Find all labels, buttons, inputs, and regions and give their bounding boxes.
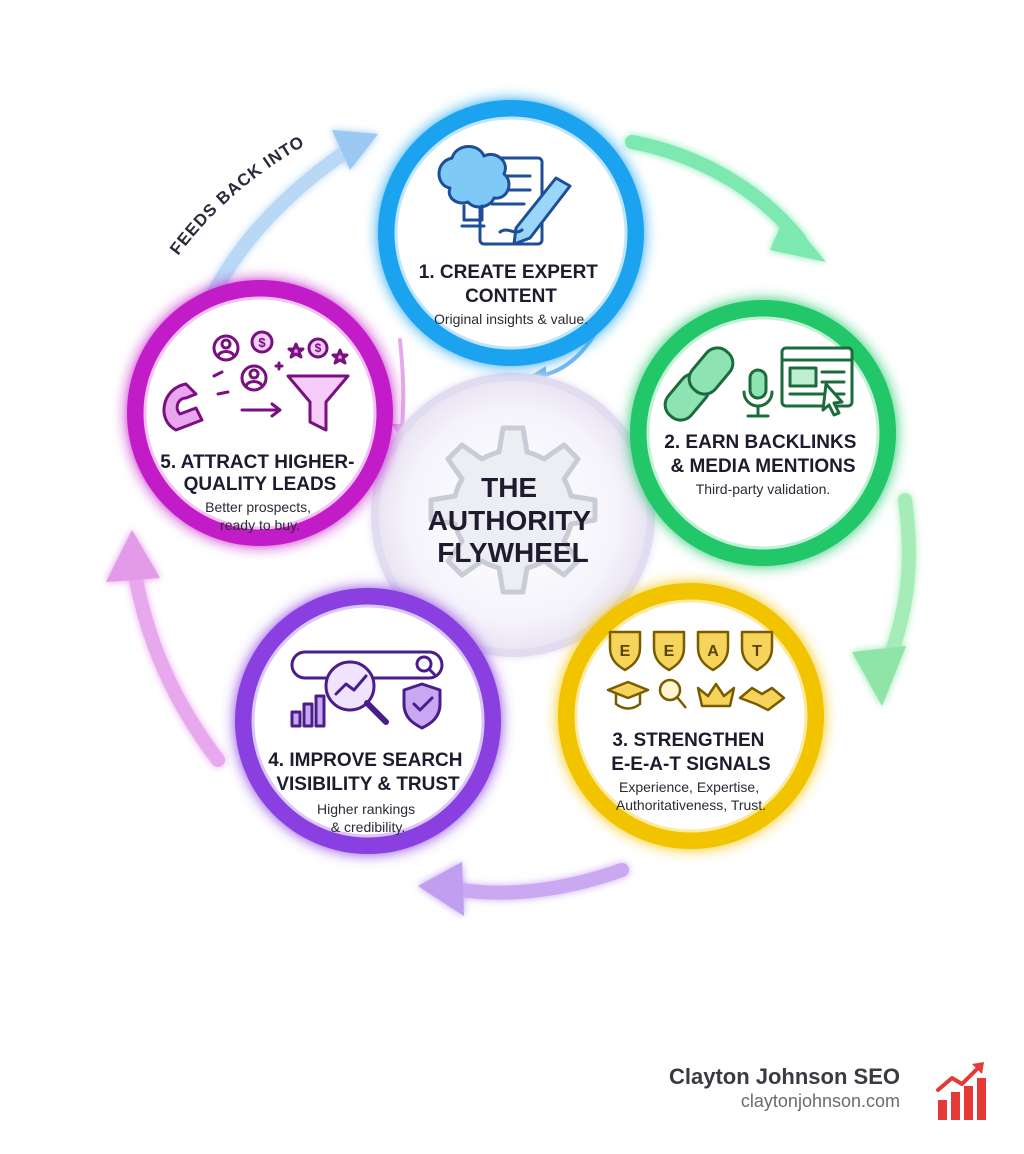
magnet-funnel-icon: $ $ [162,330,350,432]
link-microphone-browser-icon [663,346,854,422]
brain-document-pen-icon [437,145,572,246]
svg-text:Experience, Expertise, A: Experience, Expertise, Authoritativeness… [616,779,766,813]
center-line-1: THE [481,472,537,503]
arrow-5-to-1 [203,143,355,307]
stage-5-title-line-2: QUALITY LEADS [184,474,337,495]
eeat-badge-2: E [664,643,675,660]
stage-3-title-line-1: 3. STRENGTHEN [612,730,764,751]
center-hub: THE AUTHORITY FLYWHEEL [371,373,655,657]
stage-4-title-line-1: 4. IMPROVE SEARCH [268,750,462,771]
stage-4-desc-line-1: Higher rankings [317,801,415,817]
center-line-3: FLYWHEEL [437,537,588,568]
brand-url: claytonjohnson.com [740,1091,900,1111]
stage-5-desc-line-1: Better prospects, [205,499,311,515]
stage-5-attract-quality-leads: $ $ 5. ATTRACT HIGHER- QUALITY LEADS Bet… [127,280,393,546]
gear-icon [428,425,598,595]
flow-arrows [106,130,916,916]
stage-5-title-line-1: 5. ATTRACT HIGHER- [160,452,354,473]
arrow-1-to-2 [625,135,807,247]
center-line-2: AUTHORITY [428,505,592,536]
svg-text:Higher rankings & credib: Higher rankings & credibility. [317,801,419,835]
brand-name: Clayton Johnson SEO [668,1064,900,1089]
stage-4-improve-search-visibility: 4. IMPROVE SEARCH VISIBILITY & TRUST Hig… [235,588,501,854]
svg-text:1. CREATE EXPERT CONTENT: 1. CREATE EXPERT CONTENT [419,262,603,307]
search-analytics-shield-icon [290,650,444,730]
svg-text:2. EARN BACKLINKS & MEDI: 2. EARN BACKLINKS & MEDIA MENTIONS [664,432,861,477]
svg-text:5. ATTRACT HIGHER- QUALI: 5. ATTRACT HIGHER- QUALITY LEADS [160,452,360,495]
stage-4-title-line-2: VISIBILITY & TRUST [276,774,460,795]
arrow-4-to-5 [129,573,225,767]
svg-text:4. IMPROVE SEARCH VISIBI: 4. IMPROVE SEARCH VISIBILITY & TRUST [268,750,468,795]
svg-text:Third-party validation.: Third-party validation. [696,481,831,497]
stage-3-desc-line-2: Authoritativeness, Trust. [616,797,766,813]
brand-block: Clayton Johnson SEO claytonjohnson.com [669,1064,900,1112]
arrowhead-3-to-4 [418,862,464,916]
svg-text:3. STRENGTHEN E-E-A-T SI: 3. STRENGTHEN E-E-A-T SIGNALS [611,730,770,775]
stage-5-desc-line-2: ready to buy. [220,517,300,533]
svg-text:Better prospects, ready: Better prospects, ready to buy. [205,499,315,533]
bar-chart-logo-icon [936,1062,986,1120]
stage-1-title-line-2: CONTENT [465,286,557,307]
stage-3-title-line-2: E-E-A-T SIGNALS [611,754,770,775]
stage-1-title-line-1: 1. CREATE EXPERT [419,262,599,283]
arrowhead-2-to-3 [852,646,906,706]
svg-text:$: $ [315,341,322,355]
stage-2-title-line-1: 2. EARN BACKLINKS [664,432,856,453]
eeat-badge-3: A [707,643,719,660]
svg-text:$: $ [258,335,266,350]
eeat-shields-icon: E E A T [606,630,786,712]
stage-1-desc-line-1: Original insights & value. [434,311,588,327]
svg-text:Original insights & value.: Original insights & value. [434,311,588,327]
arrow-2-to-3 [878,493,916,677]
stage-3-desc-line-1: Experience, Expertise, [619,779,759,795]
arrow-3-to-4 [443,863,629,900]
stage-4-desc-line-2: & credibility. [331,819,405,835]
arrowhead-5-to-1 [332,130,378,170]
svg-text:THE AUTHORITY FLYW: THE AUTHORITY FLYWHEEL [428,472,599,568]
arrowhead-1-to-2 [770,214,826,262]
stage-1-create-expert-content: 1. CREATE EXPERT CONTENT Original insigh… [378,100,644,366]
stage-2-earn-backlinks: 2. EARN BACKLINKS & MEDIA MENTIONS Third… [630,300,896,566]
stage-2-desc-line-1: Third-party validation. [696,481,831,497]
eeat-badge-1: E [620,643,631,660]
arrowhead-4-to-5 [106,530,160,582]
eeat-badge-4: T [752,643,762,660]
stage-3-strengthen-eeat: E E A T 3. STRENGTHEN E-E-A-T SIGNALS Ex… [558,583,824,849]
stage-2-title-line-2: & MEDIA MENTIONS [670,456,855,477]
